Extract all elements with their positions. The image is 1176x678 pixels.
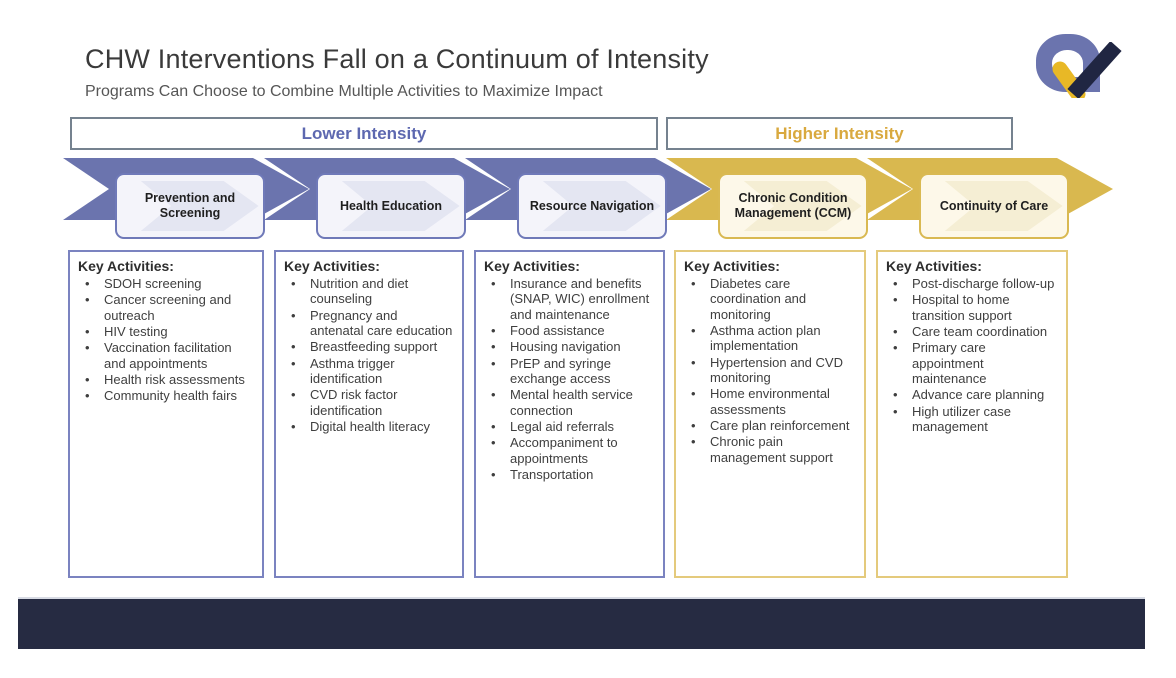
activity-item: CVD risk factor identification — [284, 387, 454, 418]
logo-checkmark-icon — [1052, 42, 1122, 98]
activity-item: Transportation — [484, 467, 655, 483]
activity-item: Home environmental assessments — [684, 386, 856, 417]
activity-item: Care plan reinforcement — [684, 418, 856, 434]
activity-item: Post-discharge follow-up — [886, 276, 1058, 292]
activity-item: Vaccination facilitation and appointment… — [78, 340, 254, 371]
activity-item: Accompaniment to appointments — [484, 435, 655, 466]
activities-column-prevention-screening: Key Activities: SDOH screeningCancer scr… — [68, 250, 264, 578]
activities-list: Nutrition and diet counselingPregnancy a… — [284, 276, 454, 435]
intensity-header-higher: Higher Intensity — [666, 117, 1013, 150]
activities-column-chronic-condition-management: Key Activities: Diabetes care coordinati… — [674, 250, 866, 578]
activities-list: Post-discharge follow-upHospital to home… — [886, 276, 1058, 434]
activity-item: Digital health literacy — [284, 419, 454, 435]
activity-item: Cancer screening and outreach — [78, 292, 254, 323]
step-box-health-education: Health Education — [316, 173, 466, 239]
activity-item: Chronic pain management support — [684, 434, 856, 465]
activity-item: Nutrition and diet counseling — [284, 276, 454, 307]
activity-item: Hypertension and CVD monitoring — [684, 355, 856, 386]
activity-item: Breastfeeding support — [284, 339, 454, 355]
footer-bar — [18, 597, 1145, 649]
activity-item: Community health fairs — [78, 388, 254, 404]
activity-item: Diabetes care coordination and monitorin… — [684, 276, 856, 322]
step-label: Continuity of Care — [939, 198, 1049, 213]
activity-item: Housing navigation — [484, 339, 655, 355]
intensity-header-higher-label: Higher Intensity — [775, 123, 904, 143]
step-label: Health Education — [339, 198, 443, 213]
activity-item: High utilizer case management — [886, 404, 1058, 435]
activity-item: Advance care planning — [886, 387, 1058, 403]
activities-heading: Key Activities: — [684, 258, 780, 274]
activity-item: SDOH screening — [78, 276, 254, 292]
activity-item: Asthma action plan implementation — [684, 323, 856, 354]
activity-item: Mental health service connection — [484, 387, 655, 418]
step-label: Prevention and Screening — [144, 191, 236, 220]
page-subtitle: Programs Can Choose to Combine Multiple … — [85, 83, 603, 100]
activities-heading: Key Activities: — [886, 258, 982, 274]
activity-item: Health risk assessments — [78, 372, 254, 388]
activity-item: Legal aid referrals — [484, 419, 655, 435]
activity-item: Hospital to home transition support — [886, 292, 1058, 323]
activities-heading: Key Activities: — [284, 258, 380, 274]
step-label: Resource Navigation — [529, 198, 655, 213]
activity-item: Insurance and benefits (SNAP, WIC) enrol… — [484, 276, 655, 322]
activities-column-resource-navigation: Key Activities: Insurance and benefits (… — [474, 250, 665, 578]
activity-item: Food assistance — [484, 323, 655, 339]
page-title: CHW Interventions Fall on a Continuum of… — [85, 44, 709, 74]
dv-logo — [1036, 32, 1124, 100]
activity-item: PrEP and syringe exchange access — [484, 356, 655, 387]
step-box-resource-navigation: Resource Navigation — [517, 173, 667, 239]
step-label: Chronic Condition Management (CCM) — [734, 191, 852, 220]
activities-list: SDOH screeningCancer screening and outre… — [78, 276, 254, 404]
activities-heading: Key Activities: — [484, 258, 580, 274]
activities-column-health-education: Key Activities: Nutrition and diet couns… — [274, 250, 464, 578]
activities-list: Diabetes care coordination and monitorin… — [684, 276, 856, 465]
chevron-flow: Prevention and Screening Health Educatio… — [58, 154, 1120, 246]
intensity-header-lower: Lower Intensity — [70, 117, 658, 150]
activities-column-continuity-of-care: Key Activities: Post-discharge follow-up… — [876, 250, 1068, 578]
activity-item: Asthma trigger identification — [284, 356, 454, 387]
step-box-prevention-screening: Prevention and Screening — [115, 173, 265, 239]
activity-item: HIV testing — [78, 324, 254, 340]
activity-item: Primary care appointment maintenance — [886, 340, 1058, 386]
activities-list: Insurance and benefits (SNAP, WIC) enrol… — [484, 276, 655, 483]
intensity-header-lower-label: Lower Intensity — [301, 123, 427, 143]
activity-item: Care team coordination — [886, 324, 1058, 340]
step-box-chronic-condition-management: Chronic Condition Management (CCM) — [718, 173, 868, 239]
activity-item: Pregnancy and antenatal care education — [284, 308, 454, 339]
step-box-continuity-of-care: Continuity of Care — [919, 173, 1069, 239]
activities-heading: Key Activities: — [78, 258, 174, 274]
